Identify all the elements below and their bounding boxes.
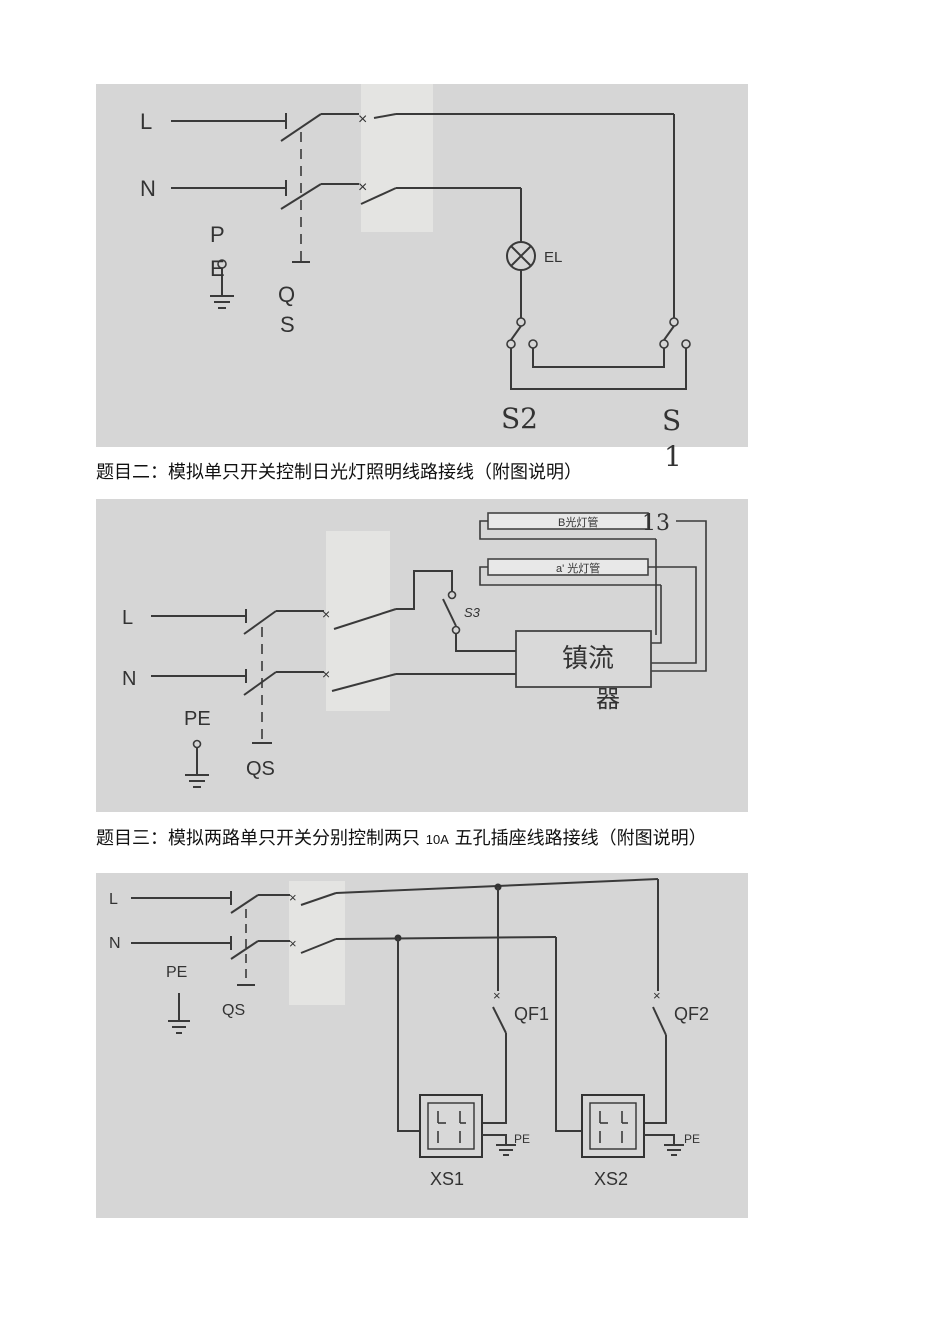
cross-mark-n: × — [358, 179, 367, 196]
label-pe: PE — [166, 964, 187, 981]
label-l: L — [122, 607, 133, 629]
label-n: N — [122, 668, 136, 690]
tape-overlay — [361, 84, 433, 232]
diagram-photo-2: B光灯管 a' 光灯管 13 镇流 器 × × S3 — [96, 499, 748, 812]
label-n: N — [109, 935, 121, 952]
label-pe-socket2: PE — [684, 1132, 700, 1146]
diagram-photo-3: × × × QF1 × QF2 — [96, 873, 748, 1218]
label-pe-top: P — [210, 222, 225, 247]
label-tube-a: a' 光灯管 — [556, 561, 600, 575]
caption-question-2: 题目二：模拟单只开关控制日光灯照明线路接线（附图说明） — [96, 462, 582, 483]
socket-xs2-icon — [581, 1094, 645, 1158]
lamp-icon — [506, 241, 536, 271]
qf1-cross: × — [493, 988, 501, 1003]
cross-mark-l: × — [322, 606, 330, 622]
cross-mark-n: × — [289, 936, 297, 951]
label-qf2: QF2 — [674, 1004, 709, 1024]
label-s2: S2 — [501, 402, 538, 435]
caption-question-3-part2: 五孔插座线路接线（附图说明） — [448, 828, 707, 849]
label-qs-top: Q — [278, 282, 295, 307]
label-n: N — [140, 176, 156, 201]
caption-question-3-part1: 题目三：模拟两路单只开关分别控制两只 — [96, 828, 426, 849]
cross-mark-l: × — [289, 890, 297, 905]
label-xs1: XS1 — [430, 1169, 464, 1189]
label-l: L — [140, 109, 152, 134]
label-qf1: QF1 — [514, 1004, 549, 1024]
caption-question-3: 题目三：模拟两路单只开关分别控制两只 10A 五孔插座线路接线（附图说明） — [96, 824, 707, 850]
label-l: L — [109, 891, 118, 908]
qf2-cross: × — [653, 988, 661, 1003]
label-pe: PE — [184, 708, 211, 730]
ground-icon — [210, 259, 234, 309]
label-pe-bottom: E — [210, 256, 225, 281]
ground-icon — [168, 993, 190, 1034]
label-tube-number: 13 — [642, 511, 670, 536]
label-ballast-line2: 器 — [596, 685, 620, 713]
label-s3: S3 — [464, 605, 481, 620]
label-xs2: XS2 — [594, 1169, 628, 1189]
label-s1-top: S — [662, 404, 681, 437]
fluorescent-lamp-circuit: B光灯管 a' 光灯管 13 镇流 器 × × S3 — [122, 511, 707, 788]
label-ballast-line1: 镇流 — [562, 644, 614, 674]
label-qs: QS — [222, 1002, 245, 1019]
cross-mark-l: × — [358, 111, 367, 128]
label-el: EL — [544, 249, 562, 266]
label-qs-bottom: S — [280, 312, 295, 337]
cross-mark-n: × — [322, 666, 330, 682]
two-socket-circuit: × × × QF1 × QF2 — [109, 878, 709, 1189]
label-pe-socket1: PE — [514, 1132, 530, 1146]
lighting-two-way-switch-circuit: × × L — [140, 84, 691, 437]
diagram-photo-1: × × L — [96, 84, 748, 447]
ground-icon — [185, 739, 209, 788]
label-qs: QS — [246, 758, 275, 780]
caption-question-3-rating: 10A — [425, 832, 449, 847]
label-s1-bottom: 1 — [664, 440, 682, 473]
tape-overlay — [289, 881, 345, 1005]
label-tube-b: B光灯管 — [558, 515, 598, 529]
socket-xs1-icon — [419, 1094, 483, 1158]
ballast-box — [515, 630, 652, 688]
